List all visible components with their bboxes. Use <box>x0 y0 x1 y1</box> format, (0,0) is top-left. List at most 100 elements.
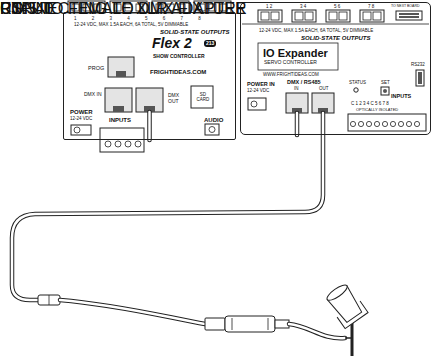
website-label: WWW.FRIGHTIDEAS.COM <box>263 73 319 78</box>
port-label: PROG <box>88 65 104 71</box>
section-title: SOLID-STATE OUTPUTS <box>301 35 370 42</box>
terminal-screw <box>125 141 131 147</box>
terminal-screw <box>398 121 403 126</box>
pin-header <box>396 11 422 20</box>
inputs-label: INPUTS <box>109 117 131 124</box>
cable-stub <box>295 113 300 135</box>
terminal-screw <box>261 12 269 20</box>
header-label: TO NEXT BOARD <box>391 5 419 9</box>
port-group-label: DMX / RS485 <box>287 79 321 85</box>
terminal-numbers: 3 4 <box>300 5 306 10</box>
barrel-jack-pin <box>74 127 80 133</box>
terminal-screw <box>358 121 363 126</box>
terminal-housing <box>292 10 316 22</box>
show-controller-board: 1 2 3 4 5 6 7 812-24 VDC, MAX 1.5A EACH,… <box>63 12 236 140</box>
terminal-housing <box>258 10 282 22</box>
rj45-port <box>108 57 134 77</box>
dmx-fixture <box>323 281 368 356</box>
expander-board: 1 23 45 67 8TO NEXT BOARD12-24 VDC, MAX … <box>240 2 431 135</box>
output-rating: 12-24 VDC, MAX 1.5A EACH, 6A TOTAL, 5V D… <box>259 29 373 34</box>
label-plate <box>258 43 338 70</box>
power-label: POWER IN <box>247 81 275 87</box>
barrel-jack <box>248 98 266 110</box>
header-label: RS232 <box>411 63 425 68</box>
adapter-ridge <box>268 318 269 330</box>
rj45-plug <box>205 318 225 330</box>
cable-stub <box>296 113 299 135</box>
header-pins <box>399 16 419 18</box>
terminal-screw <box>382 121 387 126</box>
terminal-screw <box>115 141 121 147</box>
dmx-cable <box>60 300 205 324</box>
power-label: POWER <box>70 109 93 116</box>
header-pins <box>418 72 422 84</box>
terminal-screw <box>373 12 381 20</box>
status-led <box>354 88 358 92</box>
dmx-cable <box>12 113 323 300</box>
inputs-label: INPUTS <box>391 93 411 99</box>
audio-jack <box>205 124 219 135</box>
terminal-screw <box>271 12 279 20</box>
voltage-label: 12-24 VDC <box>247 89 269 94</box>
rj45-port <box>312 93 334 113</box>
set-button <box>381 87 389 95</box>
terminal-screw <box>406 121 411 126</box>
adapter-ridge <box>232 318 233 330</box>
terminal-block <box>258 10 384 22</box>
pin-header <box>416 70 424 86</box>
barrel-jack <box>71 125 91 135</box>
terminal-screw <box>374 121 379 126</box>
set-button-cap <box>383 89 387 93</box>
led-label: STATUS <box>349 81 366 86</box>
terminal-numbers: 1 2 3 4 5 6 7 8 <box>74 17 201 22</box>
fixture-lens <box>325 283 349 303</box>
input-terminal <box>348 114 426 131</box>
sd-slot <box>191 86 213 108</box>
button-label: SET <box>381 81 390 86</box>
terminal-screw <box>329 12 337 20</box>
website-label: FRIGHTIDEAS.COM <box>150 69 206 76</box>
port-label: DMX OUT <box>168 93 190 104</box>
port-label: IN <box>294 87 299 92</box>
terminal-numbers: C 1 2 3 4 C 5 6 7 8 <box>351 102 389 107</box>
audio-jack-hole <box>209 127 215 133</box>
xlr-adapter <box>225 316 275 332</box>
coupler-seam <box>49 295 50 305</box>
terminal-screw <box>414 121 419 126</box>
rj45-port <box>105 88 132 112</box>
terminal-screw <box>305 12 313 20</box>
voltage-label: 12-24 VDC <box>70 117 92 122</box>
input-terminal <box>100 128 144 152</box>
cable-stub <box>148 112 151 140</box>
section-title: SOLID-STATE OUTPUTS <box>160 29 229 36</box>
terminal-numbers: 7 8 <box>368 5 374 10</box>
slot-label: SD CARD <box>193 93 213 103</box>
terminal-screw <box>105 141 111 147</box>
dmx-cable <box>12 113 323 300</box>
terminal-screw <box>339 12 347 20</box>
terminal-numbers: 5 6 <box>334 5 340 10</box>
port-label: OUT <box>319 87 329 92</box>
dmx-cable <box>289 324 345 338</box>
terminal-housing <box>326 10 350 22</box>
terminal-screw <box>350 121 355 126</box>
rj45-port <box>136 88 163 112</box>
rj45-port <box>286 93 308 113</box>
product-subtitle: SERVO CONTROLLER <box>264 60 317 66</box>
terminal-screw <box>390 121 395 126</box>
housing-ridge <box>242 24 429 25</box>
terminal-housing <box>100 128 144 152</box>
dmx-cable <box>289 324 345 338</box>
header-pins <box>399 13 419 15</box>
rj45-tab <box>116 71 126 77</box>
terminal-screw <box>366 121 371 126</box>
terminal-housing <box>348 114 426 131</box>
inputs-note: OPTICALLY ISOLATED <box>356 108 398 112</box>
fixture-clamp <box>345 337 352 339</box>
cable-stub <box>147 112 152 140</box>
terminal-screw <box>295 12 303 20</box>
terminal-screw <box>363 12 371 20</box>
audio-label: AUDIO <box>204 117 223 124</box>
